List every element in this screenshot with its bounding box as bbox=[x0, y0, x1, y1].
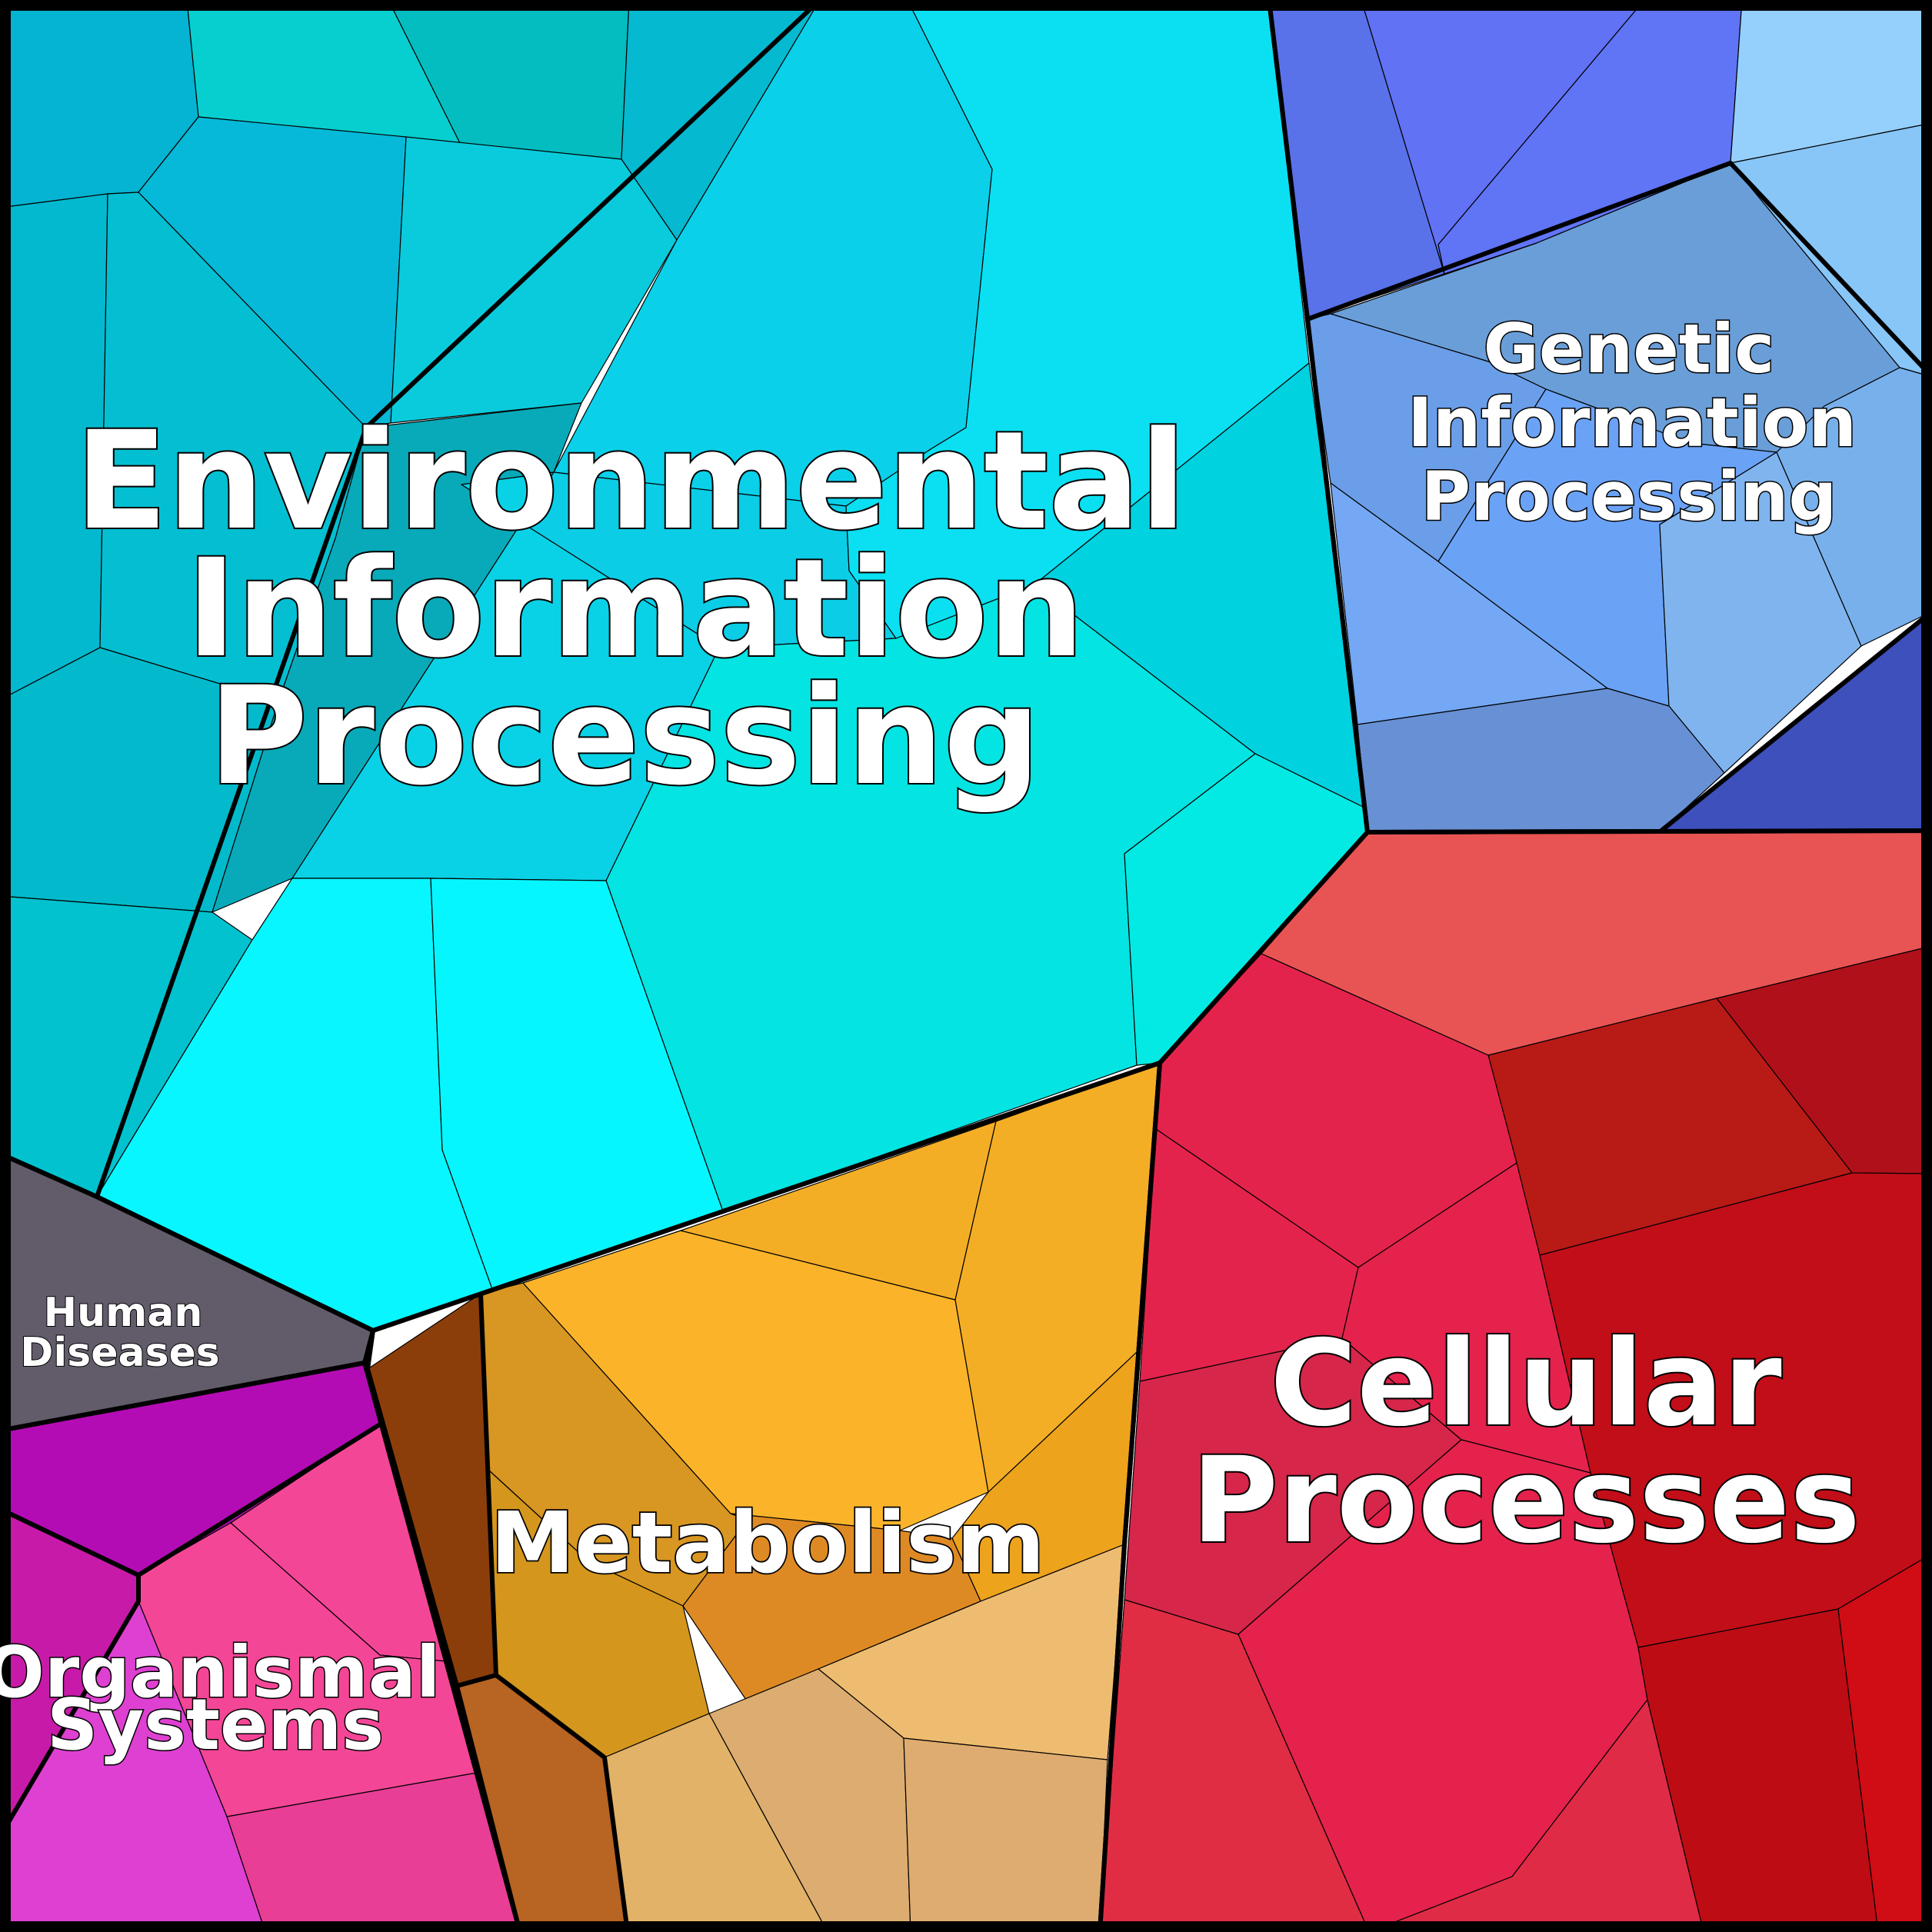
region-cellular-processes bbox=[1099, 830, 1932, 1932]
label-cellular-processes: Cellular Processes bbox=[1190, 1314, 1862, 1571]
env-cell bbox=[845, 0, 1310, 639]
gen-cell bbox=[1659, 451, 1862, 774]
env-cell bbox=[212, 402, 582, 913]
label-line: Metabolism bbox=[491, 1494, 1045, 1592]
env-cell bbox=[390, 136, 678, 424]
label-line: Processing bbox=[208, 658, 1041, 815]
label-line: Genetic bbox=[1484, 309, 1775, 388]
env-cell bbox=[138, 116, 407, 428]
label-genetic-information-processing: Genetic Information Processing bbox=[1407, 308, 1858, 538]
cell-cell bbox=[1837, 1553, 1932, 1932]
label-line: Human bbox=[44, 1290, 203, 1336]
cell-cell bbox=[1637, 1608, 1879, 1932]
label-line: Environmental bbox=[75, 402, 1187, 560]
label-line: Processing bbox=[1421, 457, 1837, 536]
label-line: Diseases bbox=[20, 1330, 219, 1376]
label-line: Systems bbox=[47, 1684, 384, 1766]
label-line: Information bbox=[186, 530, 1084, 688]
gen-cell bbox=[1776, 367, 1932, 647]
region-organismal-systems bbox=[0, 1362, 521, 1932]
met-cell bbox=[903, 1737, 1108, 1932]
gen-cell bbox=[1730, 0, 1932, 164]
organismal-inner-divider bbox=[0, 1575, 141, 1838]
label-human-diseases: Human Diseases bbox=[19, 1289, 220, 1377]
label-environmental-information-processing: Environmental Information Processing bbox=[74, 401, 1188, 817]
environmental-inner-divider bbox=[95, 0, 822, 1198]
region-metabolism bbox=[367, 1062, 1161, 1932]
label-line: Organismal bbox=[0, 1631, 440, 1714]
org-cell bbox=[226, 1772, 521, 1932]
region-genetic-information-processing bbox=[1268, 0, 1932, 833]
outline-human-diseases bbox=[0, 1151, 375, 1433]
label-line: Cellular bbox=[1270, 1315, 1781, 1453]
genetic-inner-divider bbox=[1306, 161, 1932, 379]
label-metabolism: Metabolism bbox=[489, 1492, 1046, 1594]
label-organismal-systems: Organismal Systems bbox=[0, 1631, 441, 1767]
label-line: Information bbox=[1407, 383, 1857, 462]
outline-organismal bbox=[0, 1361, 522, 1932]
region-environmental-information-processing bbox=[0, 0, 1368, 1331]
genetic-inner-divider bbox=[1660, 609, 1932, 833]
metabolism-inner-divider bbox=[456, 1673, 497, 1688]
metabolism-inner-divider bbox=[478, 1293, 630, 1932]
label-line: Processes bbox=[1191, 1432, 1860, 1570]
